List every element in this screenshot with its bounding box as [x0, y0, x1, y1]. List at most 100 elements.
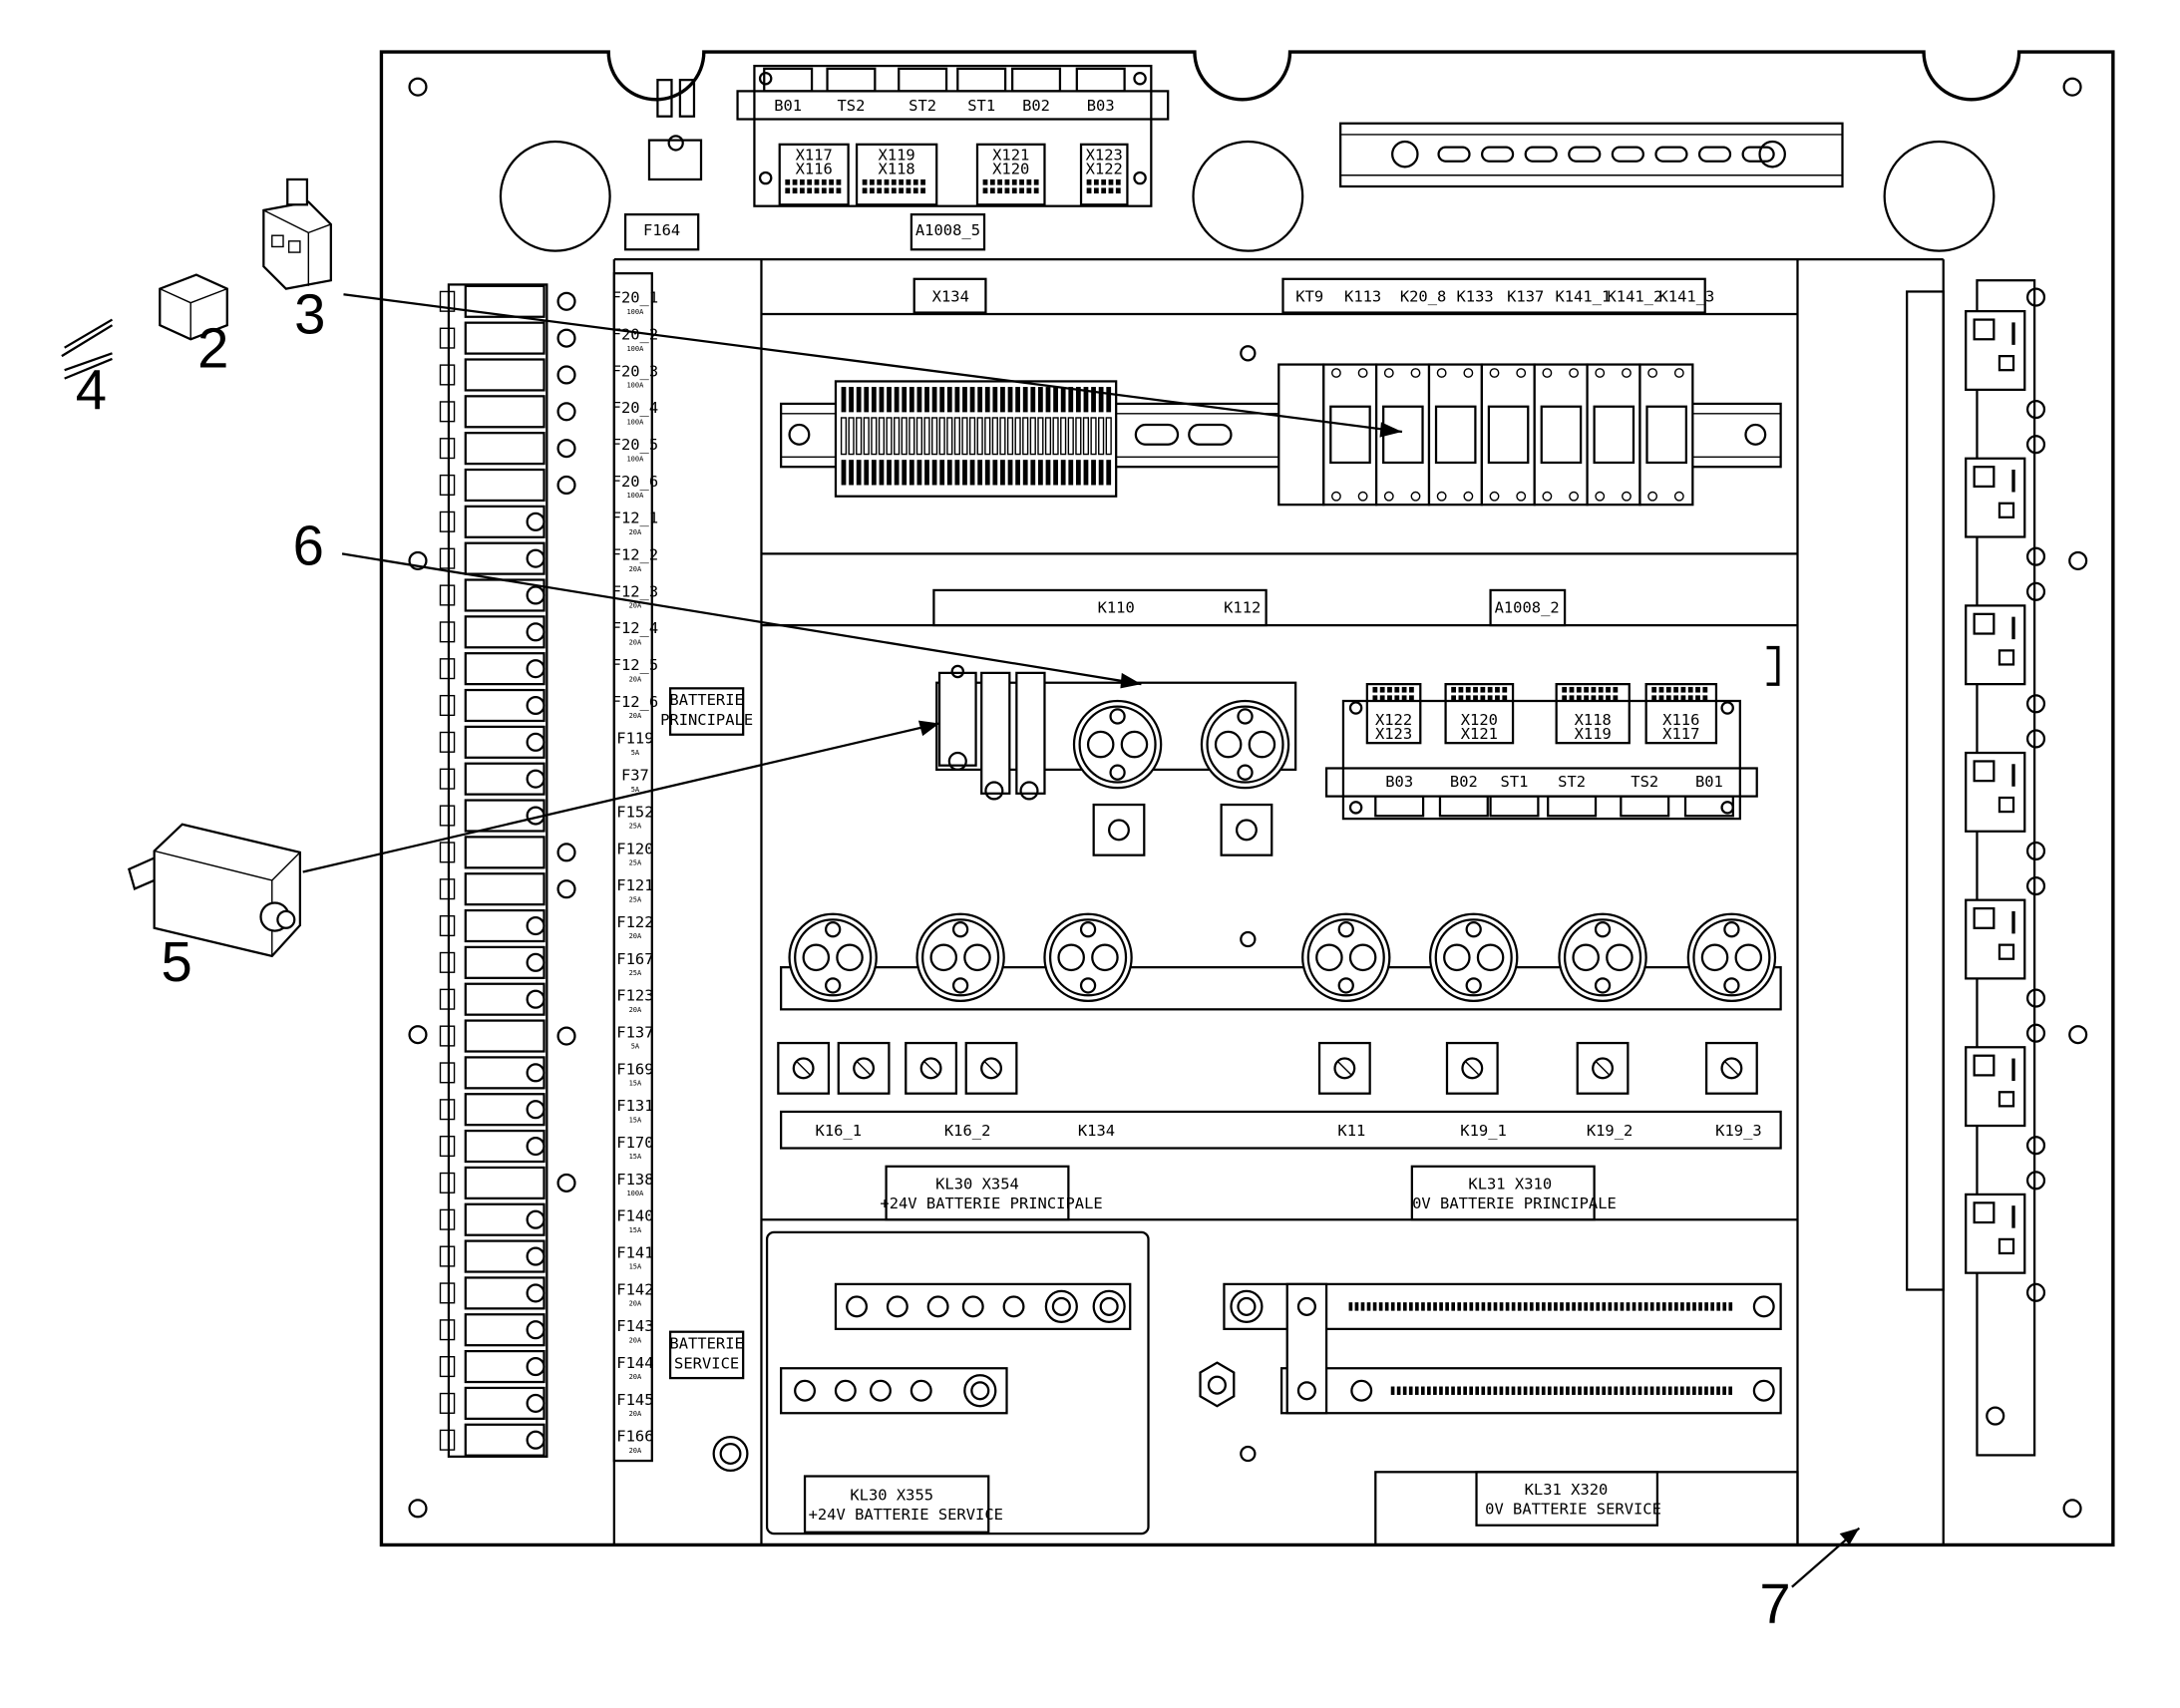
relay-strip-label: K141_3 — [1659, 287, 1715, 305]
bottom-row-label: K11 — [1337, 1122, 1365, 1140]
fuse-rating-label: 25A — [629, 822, 642, 831]
mid-connector-label: ST2 — [1558, 773, 1586, 791]
f164-box — [623, 212, 700, 251]
fuse-id-label: F12_2 — [612, 546, 659, 564]
fuse-id-label: F166 — [616, 1428, 653, 1446]
batterie-principale-box — [668, 687, 745, 736]
fuse-id-label: F170 — [616, 1134, 653, 1152]
top-din-rail — [1339, 122, 1844, 188]
bottom-row-label: K134 — [1078, 1122, 1115, 1140]
fuse-id-label: F12_5 — [612, 656, 659, 674]
a1008-2-box — [1489, 588, 1567, 627]
fuse-id-label: F20_5 — [612, 436, 659, 454]
mid-block-lower-label: X117 — [1662, 725, 1699, 743]
kl31-service-box — [1475, 1471, 1659, 1527]
ground-stud — [712, 1436, 749, 1473]
right-label-strip — [1906, 290, 1945, 1291]
fuse-id-label: F120 — [616, 840, 653, 857]
mid-block-lower-label: X123 — [1375, 725, 1412, 743]
fuse-rating-label: 20A — [629, 711, 642, 720]
fuse-id-label: F152 — [616, 803, 653, 821]
x134-label: X134 — [932, 287, 969, 305]
f164-label: F164 — [643, 221, 680, 239]
top-connector-label: ST2 — [908, 97, 936, 115]
fuse-id-label: F131 — [616, 1097, 653, 1115]
relay-strip-label: K141_1 — [1555, 287, 1611, 305]
a1008-2-label: A1008_2 — [1495, 598, 1560, 616]
breaker-illustration — [128, 823, 302, 958]
mid-connector-label: B02 — [1450, 773, 1478, 791]
batterie-service-line1: BATTERIE — [669, 1335, 743, 1353]
fuse-id-label: F145 — [616, 1391, 653, 1409]
kl31-service-line1: KL31 X320 — [1525, 1481, 1609, 1499]
fuse-rating-label: 20A — [629, 1005, 642, 1014]
fuse-rating-label: 100A — [626, 1189, 644, 1197]
mid-block-lower-label: X119 — [1575, 725, 1612, 743]
fuse-id-label: F37 — [621, 767, 649, 785]
fuse-id-label: F12_6 — [612, 693, 659, 711]
mid-block-upper-label: X118 — [1575, 711, 1612, 729]
fuse-id-label: F12_4 — [612, 619, 659, 637]
fuse-rating-label: 5A — [631, 748, 640, 757]
relay-strip-label: K20_8 — [1400, 287, 1447, 305]
fuse-rating-label: 15A — [629, 1225, 642, 1234]
mid-connector-label: ST1 — [1501, 773, 1529, 791]
bottom-label-box — [780, 1110, 1782, 1150]
batterie-service-box — [668, 1330, 745, 1380]
fuse-id-label: F144 — [616, 1354, 653, 1372]
fuse-id-label: F167 — [616, 950, 653, 968]
right-breaker-rail — [1976, 279, 2036, 1457]
bottom-row-label: K19_2 — [1587, 1122, 1634, 1140]
fuse-rating-label: 100A — [626, 307, 644, 316]
bottom-row-label: K16_2 — [944, 1122, 991, 1140]
callout-2: 2 — [197, 316, 228, 379]
fuse-rating-label: 5A — [631, 1042, 640, 1051]
fuse-rating-label: 20A — [629, 1409, 642, 1418]
kl31-principale-box — [1410, 1165, 1596, 1221]
service-bus-area — [765, 1230, 1150, 1536]
fuse-rating-label: 100A — [626, 454, 644, 463]
fuse-id-label: F123 — [616, 987, 653, 1005]
kl30-principale-line2: +24V BATTERIE PRINCIPALE — [880, 1195, 1102, 1212]
a1008-5-box — [909, 212, 986, 251]
hex-nut — [1199, 1361, 1236, 1408]
busbar-0v — [1223, 1282, 1782, 1415]
top-block-upper-label: X123 — [1086, 146, 1123, 164]
kl30-principale-box — [885, 1165, 1070, 1221]
terminal-din-rail — [780, 363, 1782, 507]
fuse-id-label: F143 — [616, 1317, 653, 1335]
fuse-rating-label: 20A — [629, 1372, 642, 1381]
kl30-principale-line1: KL30 X354 — [935, 1175, 1019, 1193]
fuse-rating-label: 100A — [626, 381, 644, 390]
k110-k112-box — [932, 588, 1268, 627]
x134-box — [912, 277, 987, 314]
fuse-rating-label: 15A — [629, 1152, 642, 1161]
fuse-id-label: F12_3 — [612, 582, 659, 600]
fuse-rating-label: 25A — [629, 894, 642, 903]
top-connector-label: ST1 — [967, 97, 995, 115]
top-fuse-holder — [647, 139, 703, 181]
mid-row-label-1: K112 — [1224, 598, 1261, 616]
mid-block-upper-label: X120 — [1461, 711, 1498, 729]
mid-block-lower-label: X121 — [1461, 725, 1498, 743]
bottom-row-label: K19_1 — [1460, 1122, 1507, 1140]
fuse-rating-label: 100A — [626, 417, 644, 426]
mid-connector-label: TS2 — [1631, 773, 1658, 791]
top-block-upper-label: X119 — [879, 146, 915, 164]
bottom-row-label: K16_1 — [816, 1122, 863, 1140]
callout-4: 4 — [76, 359, 107, 422]
relay-strip-label: KT9 — [1295, 287, 1323, 305]
fuse-rating-label: 20A — [629, 637, 642, 646]
fuse-rating-label: 100A — [626, 491, 644, 500]
fuse-id-label: F121 — [616, 876, 653, 894]
fuse-id-label: F137 — [616, 1023, 653, 1041]
kl31-service-line2: 0V BATTERIE SERVICE — [1485, 1500, 1661, 1518]
top-block-upper-label: X117 — [796, 146, 833, 164]
relay-strip-label-box — [1281, 277, 1706, 314]
fuse-id-label: F20_4 — [612, 399, 659, 417]
fuse-rating-label: 25A — [629, 968, 642, 977]
top-connector-label: B03 — [1087, 97, 1115, 115]
relay-strip-label: K113 — [1344, 287, 1381, 305]
mid-connector-label: B03 — [1385, 773, 1413, 791]
